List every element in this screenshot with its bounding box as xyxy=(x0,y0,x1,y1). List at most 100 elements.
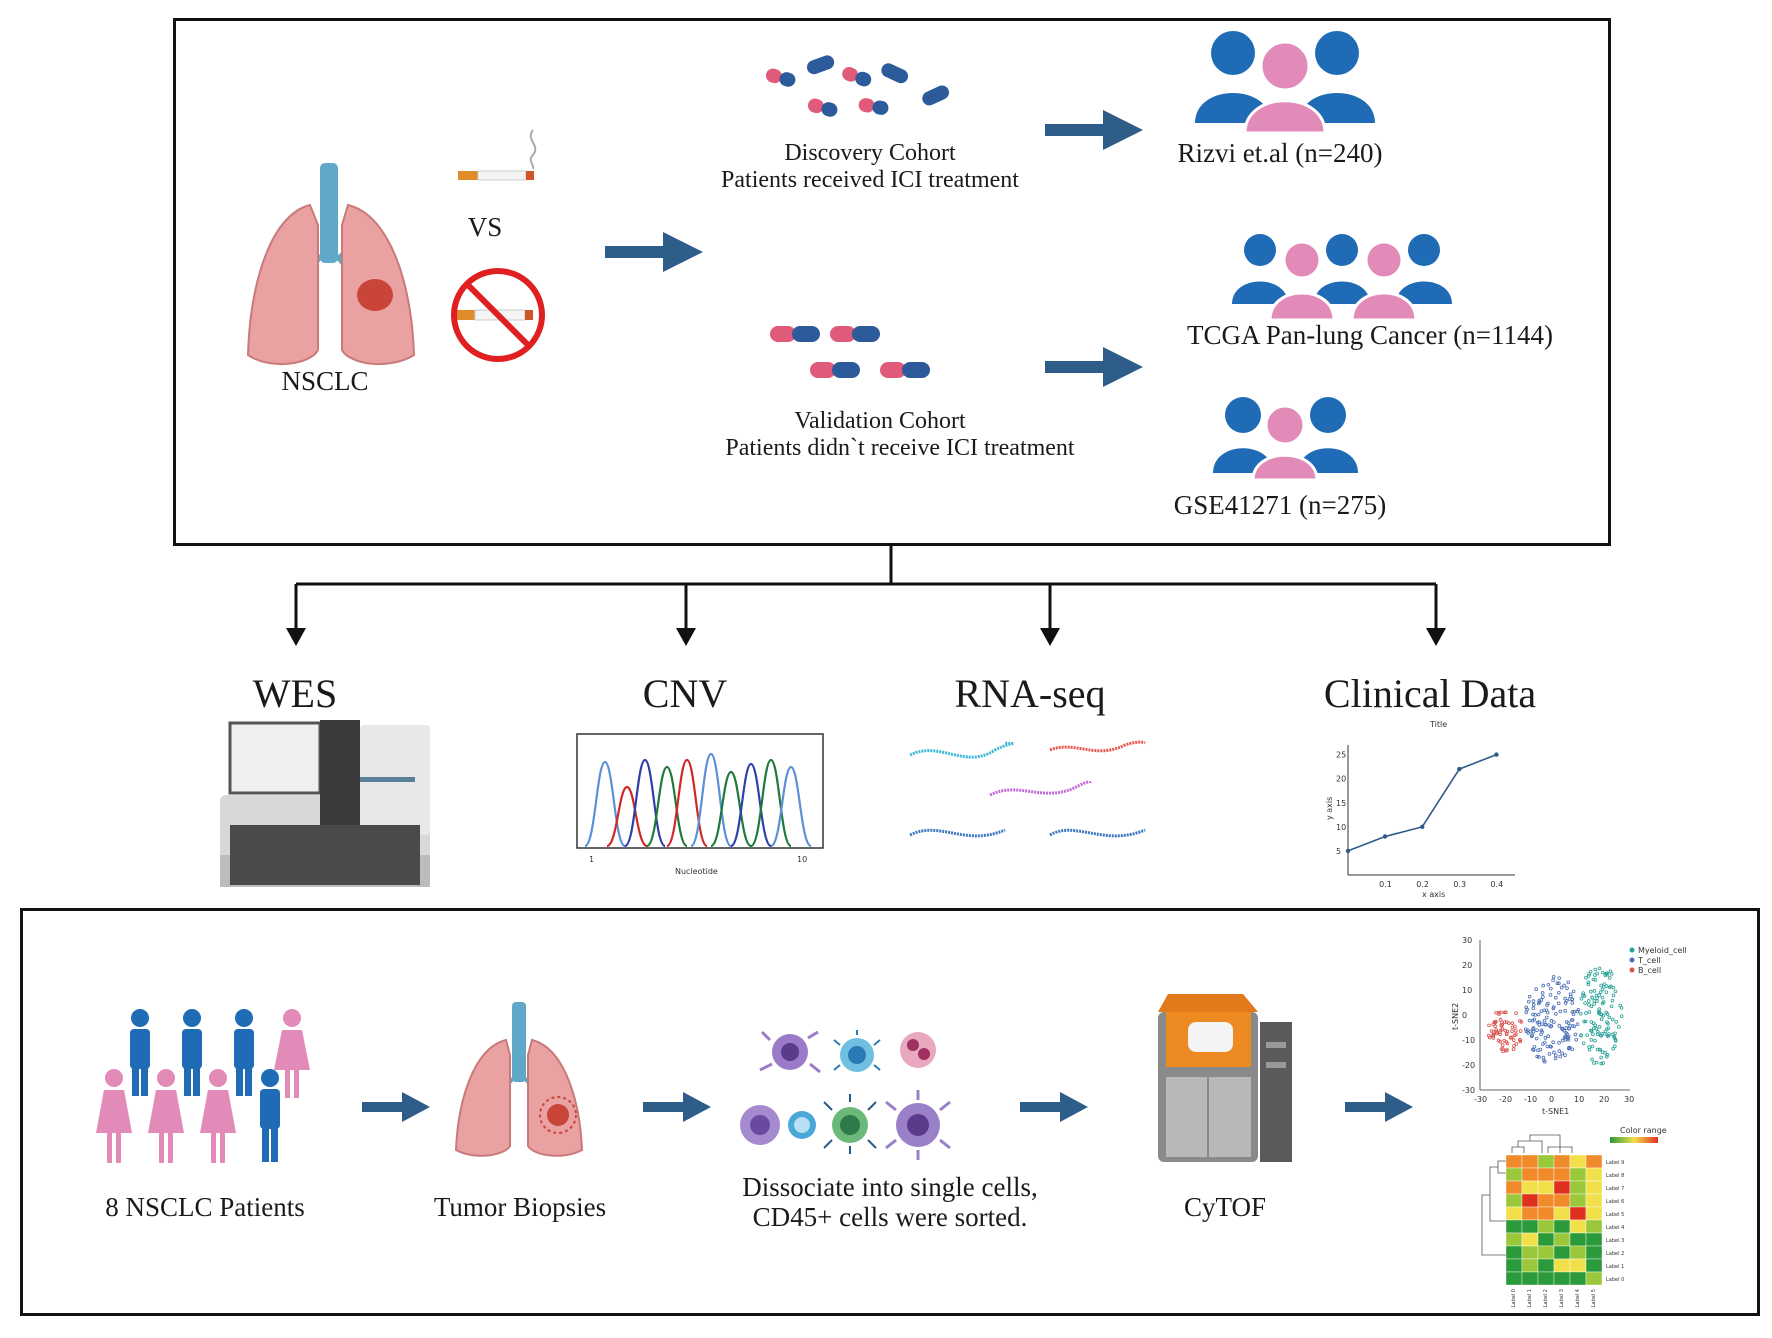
tsne-x-tick: 20 xyxy=(1599,1095,1609,1104)
tsne-point xyxy=(1613,1031,1617,1036)
tsne-point xyxy=(1514,1011,1518,1015)
tsne-point xyxy=(1542,1018,1547,1023)
tsne-point xyxy=(1499,1028,1503,1032)
tsne-point xyxy=(1499,1023,1504,1028)
tsne-point xyxy=(1593,967,1598,972)
tsne-point xyxy=(1552,1050,1556,1055)
arrow-icon xyxy=(605,232,703,272)
heatmap-cell xyxy=(1553,1180,1571,1195)
tsne-x-tick: -10 xyxy=(1524,1095,1537,1104)
tsne-point xyxy=(1518,1029,1523,1033)
heatmap-cell xyxy=(1537,1206,1555,1221)
tsne-point xyxy=(1599,983,1603,988)
tsne-x-tick: -20 xyxy=(1499,1095,1512,1104)
tsne-point xyxy=(1565,986,1569,991)
tsne-point xyxy=(1542,1059,1547,1064)
heatmap-dendrogram-left xyxy=(1481,1160,1506,1256)
tsne-point xyxy=(1512,1044,1516,1048)
tsne-point xyxy=(1504,1031,1509,1036)
tsne-point xyxy=(1531,1029,1536,1034)
tsne-point xyxy=(1551,974,1556,979)
tsne-point xyxy=(1563,1009,1567,1013)
tsne-point xyxy=(1587,1002,1591,1007)
heatmap-cell xyxy=(1585,1167,1603,1182)
tsne-point xyxy=(1524,1005,1529,1010)
tsne-point xyxy=(1514,1042,1519,1046)
tsne-point xyxy=(1613,989,1618,994)
heatmap-row-label: Label 5 xyxy=(1606,1212,1624,1218)
heatmap-row-label: Label 8 xyxy=(1606,1173,1624,1179)
tsne-point xyxy=(1527,1018,1532,1023)
heatmap-cell xyxy=(1537,1193,1555,1208)
tsne-point xyxy=(1545,1044,1550,1049)
heatmap-col-label: Label 1 xyxy=(1527,1289,1533,1307)
tsne-point xyxy=(1551,978,1555,982)
heatmap-cell xyxy=(1553,1193,1571,1208)
cigarette-icon xyxy=(458,129,537,181)
tsne-point xyxy=(1494,1010,1498,1015)
tsne-point xyxy=(1605,1034,1610,1038)
heatmap-cell xyxy=(1585,1245,1603,1260)
arrow-icon-b1 xyxy=(362,1092,430,1122)
tsne-point xyxy=(1558,1009,1563,1014)
tsne-point xyxy=(1557,1049,1562,1053)
tsne-point xyxy=(1501,1047,1505,1051)
clinical-chart-title: Title xyxy=(1429,720,1447,729)
clinical-x-tick: 0.1 xyxy=(1379,880,1392,889)
tsne-point xyxy=(1554,1012,1558,1016)
cytof-label: CyTOF xyxy=(1183,1192,1267,1222)
tsne-point xyxy=(1604,990,1609,994)
cytof-machine-icon xyxy=(1158,994,1292,1162)
tsne-x-tick: 10 xyxy=(1574,1095,1584,1104)
tsne-point xyxy=(1492,1020,1497,1024)
tsne-point xyxy=(1603,1050,1607,1055)
tsne-point xyxy=(1588,989,1593,994)
tsne-x-tick: 30 xyxy=(1624,1095,1634,1104)
validation-arrow-icon xyxy=(1045,347,1143,387)
tsne-point xyxy=(1581,1041,1586,1046)
tsne-point xyxy=(1553,1056,1558,1061)
heatmap-cell xyxy=(1569,1180,1587,1195)
tsne-point xyxy=(1582,1019,1586,1024)
tsne-point xyxy=(1568,992,1573,997)
tsne-point xyxy=(1582,994,1587,998)
validation-cohort-desc: Patients didn`t receive ICI treatment xyxy=(725,435,1075,461)
tsne-point xyxy=(1600,1001,1605,1006)
heatmap-color-range xyxy=(1610,1137,1658,1143)
tsne-point xyxy=(1544,1015,1549,1020)
heatmap-cell xyxy=(1569,1219,1587,1234)
nsclc-label: NSCLC xyxy=(281,366,369,396)
tsne-point xyxy=(1502,1020,1507,1024)
heatmap-cell xyxy=(1553,1258,1571,1273)
tsne-point xyxy=(1552,1005,1556,1009)
tsne-point xyxy=(1567,1046,1571,1050)
tsne-point xyxy=(1597,966,1602,971)
clinical-point xyxy=(1494,752,1499,757)
tsne-point xyxy=(1553,1053,1558,1058)
heatmap-cell xyxy=(1569,1232,1587,1247)
arrow-icon-b3 xyxy=(1020,1092,1088,1122)
tsne-point xyxy=(1559,985,1564,990)
tsne-point xyxy=(1498,1032,1502,1036)
tsne-point xyxy=(1534,1036,1539,1041)
clinical-x-tick: 0.3 xyxy=(1453,880,1466,889)
cnv-chromatogram: 1 10 Nucleotide xyxy=(576,733,824,876)
heatmap-cell xyxy=(1505,1245,1523,1260)
tsne-legend: Myeloid_cell T_cell B_cell xyxy=(1629,946,1687,975)
tsne-point xyxy=(1597,1025,1602,1029)
tsne-point xyxy=(1504,1020,1509,1024)
heatmap-cell xyxy=(1569,1245,1587,1260)
tsne-point xyxy=(1563,1053,1567,1057)
tsne-point xyxy=(1570,1047,1575,1052)
heatmap-row-label: Label 1 xyxy=(1606,1264,1624,1270)
tsne-point xyxy=(1537,1023,1542,1027)
heatmap-cell xyxy=(1537,1258,1555,1273)
tsne-point xyxy=(1538,1047,1543,1052)
capsules-icon xyxy=(765,55,949,117)
tsne-point xyxy=(1586,999,1591,1003)
heatmap-cell xyxy=(1585,1219,1603,1234)
tsne-y-tick: 10 xyxy=(1462,986,1472,995)
tsne-point xyxy=(1614,1020,1619,1024)
heatmap-cell xyxy=(1521,1271,1539,1286)
